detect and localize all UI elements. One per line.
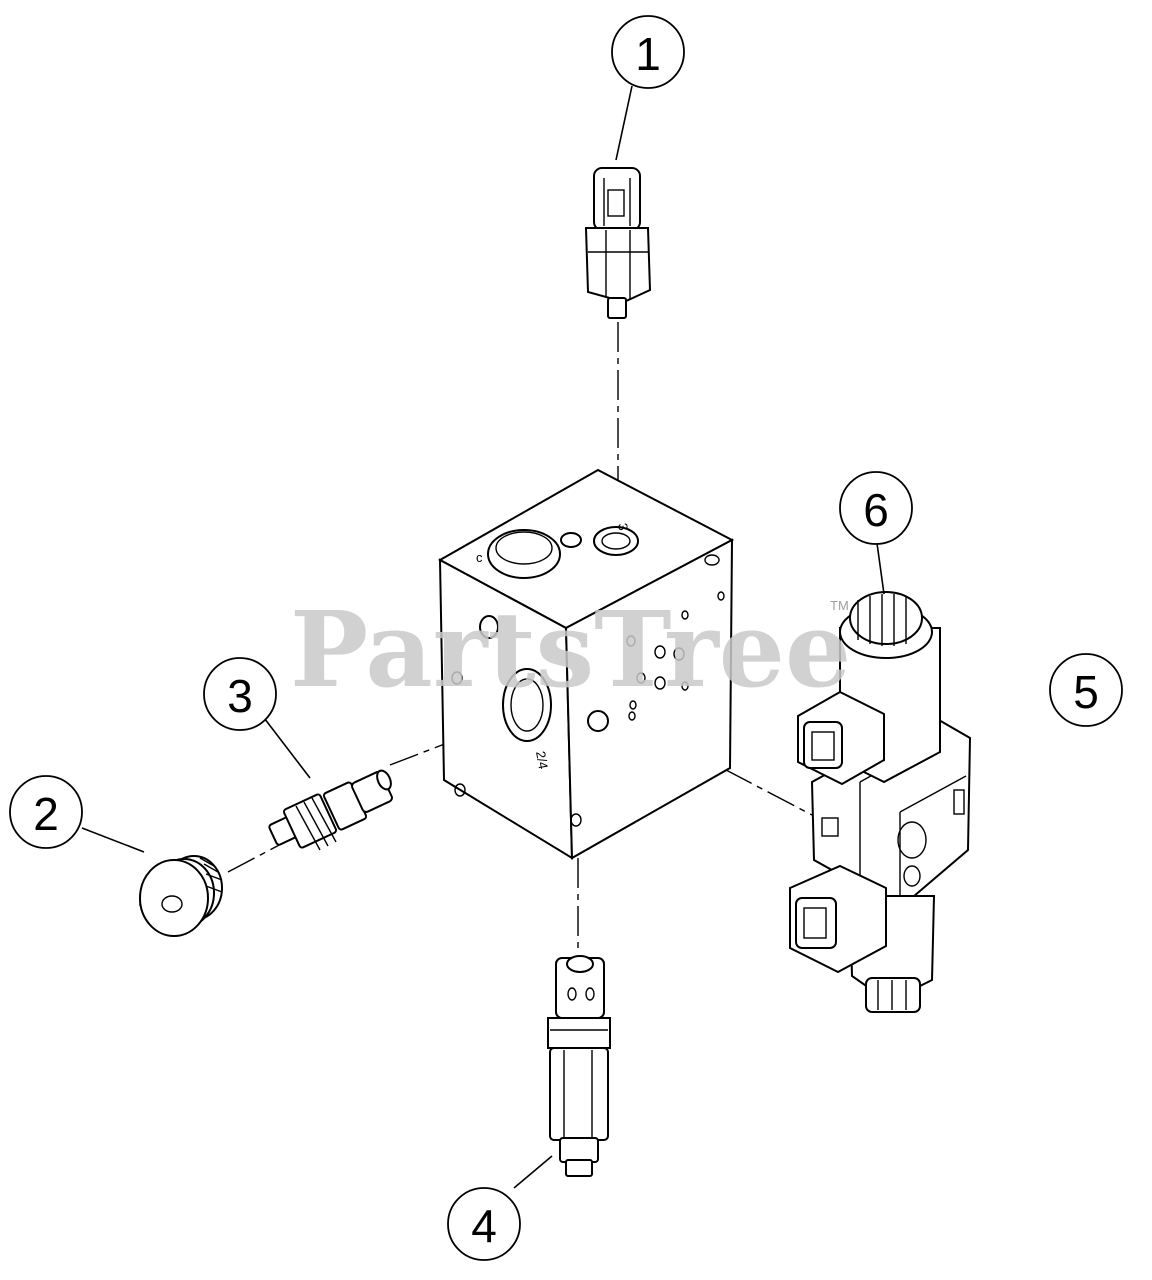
- callout-3-label: 3: [227, 670, 253, 722]
- callout-1-label: 1: [635, 28, 661, 80]
- callout-2[interactable]: 2: [9, 775, 83, 849]
- watermark-text: PartsTree: [290, 588, 851, 711]
- solenoid-valve-part-5[interactable]: [789, 591, 972, 1013]
- relief-cartridge-part-4[interactable]: [547, 955, 611, 1177]
- callout-3[interactable]: 3: [203, 657, 277, 731]
- watermark-trademark: TM: [830, 598, 849, 613]
- cartridge-valve-part-3[interactable]: [268, 768, 393, 851]
- block-corner-marking: c: [476, 550, 483, 565]
- callout-2-label: 2: [33, 788, 59, 840]
- manifold-block: [437, 468, 735, 860]
- callout-5-label: 5: [1073, 666, 1099, 718]
- parts-tree-watermark: PartsTree TM: [290, 588, 851, 711]
- plug-part-2[interactable]: [139, 855, 223, 937]
- callout-4-label: 4: [471, 1200, 497, 1252]
- callout-6[interactable]: 6: [839, 471, 913, 545]
- callout-4[interactable]: 4: [447, 1187, 521, 1261]
- block-port-marking: 3: [615, 522, 631, 532]
- callout-1[interactable]: 1: [611, 15, 685, 89]
- block-side-port-marking: 2/4: [533, 750, 551, 770]
- callout-5[interactable]: 5: [1049, 653, 1123, 727]
- callout-6-label: 6: [863, 484, 889, 536]
- pressure-switch-part-1[interactable]: [584, 167, 652, 319]
- callout-leader-lines: [81, 85, 885, 1189]
